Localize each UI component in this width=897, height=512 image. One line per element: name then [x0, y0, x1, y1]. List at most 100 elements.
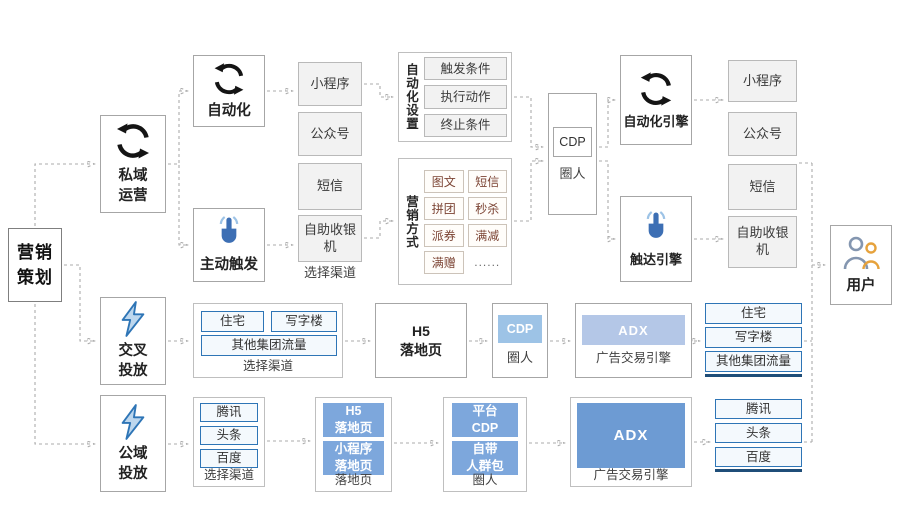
h5-landing-line1: H5	[412, 322, 430, 339]
public-launch-label: 公域 投放	[119, 445, 148, 484]
cross-channel-caption: 选择渠道	[242, 359, 293, 373]
out-channel-official-account: 公众号	[728, 112, 797, 156]
marketing-methods-label: 营销方式	[404, 194, 418, 249]
private-ops-label: 私域 运营	[119, 167, 148, 206]
cross-out-office: 写字楼	[705, 327, 802, 348]
automation-engine-label: 自动化引擎	[623, 113, 689, 129]
landing-h5: H5 落地页	[323, 403, 384, 437]
cross-launch-label: 交叉 投放	[119, 342, 148, 381]
audience-platform-cdp: 平台 CDP	[452, 403, 518, 437]
automation-settings-label: 自动化设置	[404, 63, 418, 131]
public-launch-line2: 投放	[118, 465, 148, 482]
landing-h5-line2: 落地页	[334, 420, 373, 435]
public-channel-caption: 选择渠道	[203, 468, 254, 482]
adx-group-public: ADX 广告交易引擎	[570, 397, 692, 487]
out-channel-self-cashier: 自助收银机	[728, 216, 797, 268]
cross-out-other-traffic: 其他集团流量	[705, 351, 802, 372]
node-h5-landing: H5 落地页	[375, 303, 467, 378]
channel-select-caption: 选择渠道	[303, 265, 356, 280]
node-automation: 自动化	[193, 55, 265, 127]
accent-underline	[715, 469, 802, 472]
node-cross-launch: 交叉 投放	[100, 297, 166, 385]
node-adx-cross: ADX 广告交易引擎	[575, 303, 692, 378]
cross-launch-line1: 交叉	[118, 343, 148, 360]
cross-channel-residential: 住宅	[201, 311, 264, 332]
channels-out-cross: 住宅 写字楼 其他集团流量	[705, 303, 802, 377]
cross-channel-office: 写字楼	[271, 311, 337, 332]
manual-trigger-label: 主动触发	[200, 257, 258, 274]
private-ops-line2: 运营	[118, 188, 148, 204]
node-manual-trigger: 主动触发	[193, 208, 265, 282]
public-channel-baidu: 百度	[200, 449, 258, 468]
touch-icon	[646, 211, 666, 239]
node-reach-engine: 触达引擎	[620, 196, 692, 282]
cdp-box: CDP	[553, 126, 592, 157]
channel-box-official-account: 公众号	[298, 112, 362, 156]
cycle-icon	[640, 72, 672, 106]
audience-group-public: 平台 CDP 自带 人群包 圈人	[443, 397, 527, 492]
method-flash-sale: 秒杀	[467, 196, 507, 220]
method-image-text: 图文	[424, 169, 464, 193]
public-out-tencent: 腾讯	[715, 399, 802, 419]
cycle-icon	[117, 123, 149, 159]
audience-platform-line2: CDP	[471, 420, 499, 435]
landing-h5-line1: H5	[345, 404, 362, 418]
setting-trigger-condition: 触发条件	[424, 57, 507, 81]
setting-execute-action: 执行动作	[424, 85, 507, 109]
method-more: ......	[474, 255, 501, 269]
audience-own-package: 自带 人群包	[452, 440, 518, 475]
node-user: 用户	[830, 225, 892, 305]
channel-select-group-public: 腾讯 头条 百度 选择渠道	[193, 397, 265, 487]
marketing-plan-line2: 策划	[17, 268, 53, 287]
audience-own-line1: 自带	[472, 441, 498, 456]
bolt-icon	[121, 404, 145, 440]
h5-landing-label: H5 落地页	[400, 322, 442, 360]
node-public-launch: 公域 投放	[100, 395, 166, 492]
public-channel-tencent: 腾讯	[200, 403, 258, 422]
adx-caption: 广告交易引擎	[593, 468, 669, 482]
channels-out-public: 腾讯 头条 百度	[715, 399, 802, 472]
public-out-baidu: 百度	[715, 447, 802, 467]
method-group-buy: 拼团	[424, 196, 464, 220]
channel-box-self-cashier: 自助收银机	[298, 215, 362, 262]
public-channel-toutiao: 头条	[200, 426, 258, 445]
marketing-plan-label: 营销 策划	[17, 240, 53, 291]
node-private-ops: 私域 运营	[100, 115, 166, 213]
node-cdp-audience-private: CDP 圈人	[548, 93, 597, 215]
automation-label: 自动化	[207, 102, 251, 119]
node-cdp-audience-cross: CDP 圈人	[492, 303, 548, 378]
landing-mp-line2: 落地页	[334, 458, 373, 473]
audience-own-line2: 人群包	[466, 458, 504, 473]
public-launch-line1: 公域	[118, 445, 148, 462]
channel-select-group-cross: 住宅 写字楼 其他集团流量 选择渠道	[193, 303, 343, 378]
accent-underline	[705, 374, 802, 377]
marketing-methods-group: 营销方式 图文 短信 拼团 秒杀 派券 满减 满赠 ......	[398, 158, 512, 285]
method-coupon: 派券	[424, 223, 464, 247]
public-out-toutiao: 头条	[715, 423, 802, 443]
cycle-icon	[214, 62, 244, 95]
method-gift: 满赠	[424, 250, 464, 274]
users-icon	[843, 236, 880, 270]
landing-list: H5 落地页 小程序 落地页	[323, 403, 384, 475]
cdp-caption: 圈人	[506, 350, 533, 366]
adx-box-dark: ADX	[577, 403, 685, 468]
audience-list: 平台 CDP 自带 人群包	[452, 403, 518, 475]
cross-out-residential: 住宅	[705, 303, 802, 324]
landing-miniprogram: 小程序 落地页	[323, 440, 384, 475]
automation-settings-items: 触发条件 执行动作 终止条件	[424, 57, 507, 137]
method-discount: 满减	[467, 223, 507, 247]
user-label: 用户	[846, 278, 876, 295]
node-automation-engine: 自动化引擎	[620, 55, 692, 145]
cross-launch-line2: 投放	[118, 363, 148, 379]
marketing-plan-line1: 营销	[17, 242, 53, 262]
setting-stop-condition: 终止条件	[424, 113, 507, 137]
h5-landing-line2: 落地页	[400, 341, 442, 358]
public-channel-list: 腾讯 头条 百度	[200, 403, 258, 468]
landing-mp-line1: 小程序	[334, 441, 373, 456]
adx-box: ADX	[582, 315, 685, 345]
marketing-methods-grid: 图文 短信 拼团 秒杀 派券 满减 满赠 ......	[424, 163, 507, 280]
node-marketing-plan: 营销 策划	[8, 228, 62, 302]
out-channel-sms: 短信	[728, 164, 797, 210]
